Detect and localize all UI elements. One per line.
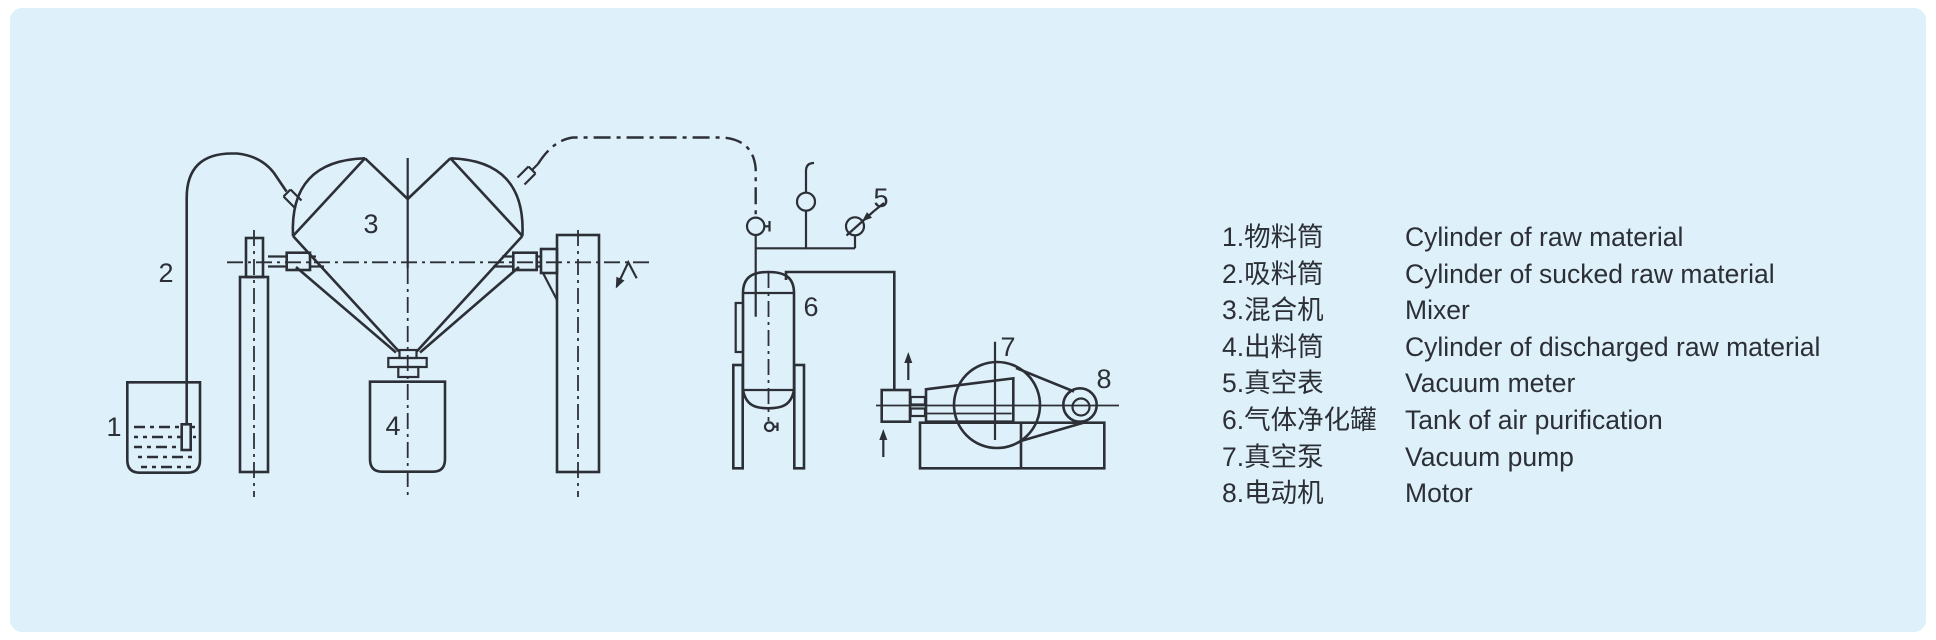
legend-zh-label: 3.混合机	[1222, 295, 1324, 326]
right-cap-arc	[450, 157, 524, 237]
right-cap-seam	[449, 157, 524, 237]
pulley-inner	[1071, 397, 1091, 417]
belt-upper	[1015, 366, 1075, 393]
part-label-7: 7	[1000, 332, 1015, 362]
legend-en-label: Cylinder of sucked raw material	[1405, 258, 1775, 289]
part-label-1: 1	[106, 412, 121, 442]
left-support-column	[238, 236, 324, 474]
beaker-outline	[126, 381, 202, 474]
right-cone-outer	[415, 235, 524, 353]
part-labels: 1 2 3 4 5 6 7 8	[106, 183, 1111, 442]
legend-row: 7.真空泵 Vacuum pump	[1222, 439, 1820, 476]
part-label-5: 5	[873, 183, 888, 213]
part-label-2: 2	[158, 258, 173, 288]
left-trunnion-coupling	[285, 251, 312, 272]
part-label-3: 3	[363, 209, 378, 239]
legend-zh-label: 2.吸料筒	[1222, 258, 1324, 289]
tank-leg-right	[792, 363, 806, 470]
left-arm-inner-edge	[364, 157, 409, 200]
part-label-8: 8	[1096, 364, 1111, 394]
outlet-flange	[387, 348, 428, 379]
pump-body	[924, 376, 1015, 424]
vent-valve	[795, 161, 817, 249]
raw-material-container	[126, 381, 202, 474]
legend-en-label: Mixer	[1405, 295, 1470, 326]
legend-row: 6.气体净化罐 Tank of air purification	[1222, 402, 1820, 439]
centerlines	[227, 158, 654, 500]
legend-row: 4.出料筒 Cylinder of discharged raw materia…	[1222, 329, 1820, 366]
legend-zh-label: 1.物料筒	[1222, 222, 1324, 252]
legend-zh-label: 4.出料筒	[1222, 331, 1324, 362]
legend-row: 8.电动机 Motor	[1222, 475, 1820, 512]
rotation-arrow	[615, 259, 638, 289]
label-leader	[873, 202, 885, 212]
legend-en-label: Cylinder of raw material	[1405, 222, 1684, 252]
pulley-outer	[1062, 386, 1099, 423]
tank-leg-left	[731, 363, 744, 470]
right-vacuum-nozzle	[516, 163, 539, 186]
diagram-panel	[10, 8, 1926, 632]
left-cap-arc	[291, 157, 366, 237]
right-trunnion-coupling	[511, 251, 538, 272]
legend-row: 1.物料筒 Cylinder of raw material	[1222, 219, 1820, 256]
right-cone-inner	[419, 266, 520, 354]
legend-en-label: Vacuum meter	[1405, 368, 1576, 399]
support-gusset	[542, 272, 558, 301]
legend: 1.物料筒 Cylinder of raw material 2.吸料筒 Cyl…	[1222, 219, 1820, 512]
right-arm-inner-edge	[406, 157, 452, 200]
motor-pulley	[1062, 386, 1099, 423]
left-cap-seam	[292, 157, 366, 237]
pump-base	[918, 421, 1106, 470]
mixer-body	[282, 157, 539, 379]
legend-en-label: Motor	[1405, 478, 1473, 509]
inlet-valve	[745, 216, 771, 237]
belt-lower	[1021, 421, 1084, 442]
pump-housing-circle	[952, 360, 1042, 450]
legend-zh-label: 6.气体净化罐	[1222, 404, 1377, 435]
left-charge-nozzle	[282, 188, 303, 209]
legend-row: 5.真空表 Vacuum meter	[1222, 365, 1820, 402]
right-column	[555, 233, 601, 474]
part-label-6: 6	[803, 292, 818, 322]
right-support-column	[493, 233, 601, 474]
part-label-4: 4	[385, 411, 400, 441]
legend-zh-label: 7.真空泵	[1222, 441, 1324, 472]
shaft-coupling	[909, 395, 927, 406]
legend-zh-label: 5.真空表	[1222, 368, 1324, 399]
legend-zh-label: 8.电动机	[1222, 478, 1324, 509]
left-cone-inner	[295, 266, 397, 354]
legend-row: 2.吸料筒 Cylinder of sucked raw material	[1222, 256, 1820, 293]
suction-pipe	[185, 152, 288, 425]
shaft-coupling	[909, 407, 927, 418]
purification-tank	[731, 270, 806, 470]
level-gauge	[734, 301, 745, 354]
legend-en-label: Vacuum pump	[1405, 441, 1574, 472]
pump-inlet-box	[880, 388, 912, 424]
right-bearing-block	[539, 247, 559, 275]
discharge-container	[368, 380, 447, 473]
drain-valve	[763, 421, 779, 433]
vacuum-suction-line	[536, 136, 757, 217]
vacuum-meter	[844, 202, 885, 249]
legend-row: 3.混合机 Mixer	[1222, 292, 1820, 329]
gauge-needle	[845, 210, 875, 237]
left-column	[238, 275, 270, 474]
vacuum-pump	[876, 341, 1119, 470]
legend-en-label: Tank of air purification	[1405, 404, 1663, 435]
tank-outlet-pipe	[784, 270, 913, 457]
suction-strainer	[180, 422, 192, 452]
leader-arrowhead	[862, 212, 872, 222]
legend-en-label: Cylinder of discharged raw material	[1405, 331, 1821, 362]
